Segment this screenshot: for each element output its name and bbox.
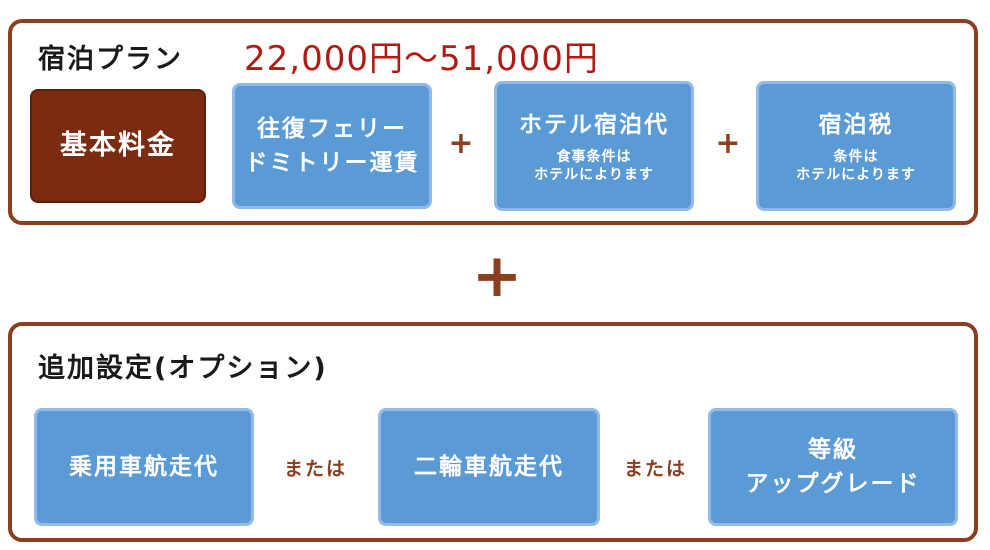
plan-price: 22,000円〜51,000円 [244, 39, 599, 79]
ferry-fare-line1: 往復フェリー [257, 116, 407, 142]
option-panel: 追加設定(オプション) 乗用車航走代 または 二輪車航走代 または 等級 アップ… [8, 322, 978, 542]
lodging-tax-note2: ホテルによります [796, 167, 916, 183]
base-fee-box: 基本料金 [30, 89, 206, 203]
bike-fare-box: 二輪車航走代 [378, 408, 600, 526]
hotel-fee-title: ホテル宿泊代 [519, 112, 669, 138]
ferry-fare-line2: ドミトリー運賃 [244, 150, 420, 176]
car-fare-label: 乗用車航走代 [69, 454, 219, 480]
hotel-fee-note2: ホテルによります [534, 167, 654, 183]
join-plus-sign: + [471, 241, 523, 311]
lodging-tax-box: 宿泊税 条件は ホテルによります [756, 81, 956, 211]
hotel-fee-box: ホテル宿泊代 食事条件は ホテルによります [494, 81, 694, 211]
lodging-tax-note1: 条件は [833, 149, 879, 165]
or-text-1: または [284, 458, 348, 480]
lodging-tax-title: 宿泊税 [818, 112, 894, 138]
class-upgrade-line2: アップグレード [745, 471, 921, 497]
car-fare-box: 乗用車航走代 [34, 408, 254, 526]
bike-fare-label: 二輪車航走代 [414, 454, 564, 480]
class-upgrade-box: 等級 アップグレード [708, 408, 958, 526]
plan-panel: 宿泊プラン 22,000円〜51,000円 基本料金 往復フェリー ドミトリー運… [8, 19, 978, 225]
or-text-2: または [624, 458, 688, 480]
base-fee-label: 基本料金 [60, 130, 176, 161]
plus-sign-1: + [448, 126, 474, 161]
plan-title: 宿泊プラン [38, 44, 183, 75]
option-title: 追加設定(オプション) [38, 353, 328, 384]
class-upgrade-line1: 等級 [808, 437, 858, 463]
hotel-fee-note1: 食事条件は [556, 149, 632, 165]
plus-sign-2: + [715, 126, 741, 161]
ferry-fare-box: 往復フェリー ドミトリー運賃 [232, 83, 432, 209]
